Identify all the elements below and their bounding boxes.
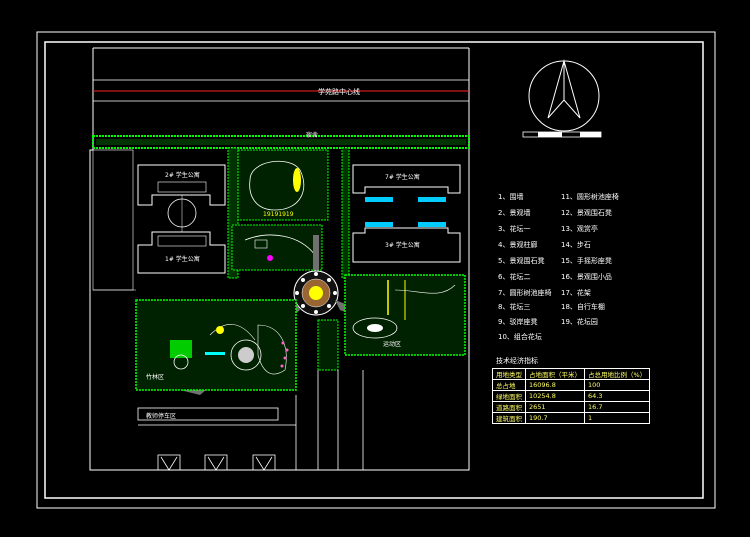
table-cell: 190.7 [525, 412, 585, 424]
round-garden-sw [230, 339, 262, 371]
table-cell: 总占地 [492, 379, 526, 391]
table-title: 技术经济指标 [496, 357, 538, 365]
legend-item: 11、圆形树池座椅 [561, 193, 619, 201]
gate-symbols [157, 454, 276, 471]
parking-strip [137, 407, 279, 421]
legend-item: 10、组合花坛 [498, 333, 542, 341]
legend-item: 15、手摇形座凳 [561, 257, 612, 265]
table-row: 道路面积 2651 16.7 [492, 401, 651, 413]
table-row: 建筑面积 190.7 1 [492, 412, 651, 424]
tech-econ-table: 用地类型 占地面积（平米） 占总用地比例（%） 总占地 16096.8 100 … [492, 368, 651, 424]
building-label-top-left: 2# 学生公寓 [165, 172, 200, 179]
parking-label: 教师停车区 [146, 413, 177, 420]
legend-item: 7、圆形树池座椅 [498, 289, 552, 297]
building-label-mid-right: 3# 学生公寓 [385, 242, 420, 249]
table-cell: 16096.8 [525, 379, 585, 391]
legend-item: 2、景观墙 [498, 209, 531, 217]
table-cell: 绿地面积 [492, 390, 526, 402]
bike-shed-4 [418, 222, 446, 227]
table-header: 占总用地比例（%） [583, 368, 651, 380]
legend-item: 1、围墙 [498, 193, 524, 201]
inner-frame [44, 41, 704, 499]
legend-item: 8、花坛三 [498, 303, 531, 311]
table-row: 总占地 16096.8 100 [492, 379, 651, 391]
legend-item: 13、观赏亭 [561, 225, 598, 233]
legend-item: 16、景观围小品 [561, 273, 612, 281]
pond-top [293, 168, 301, 192]
bike-shed-1 [365, 197, 393, 202]
garden-mid [231, 224, 323, 271]
table-row: 绿地面积 10254.8 64.3 [492, 390, 651, 402]
svg-text:19191919: 19191919 [263, 211, 294, 218]
table-cell: 16.7 [583, 401, 651, 413]
table-cell: 64.3 [583, 390, 651, 402]
outer-frame [36, 31, 716, 509]
building-top-left [137, 164, 226, 206]
legend-item: 14、步石 [561, 241, 591, 249]
table-header-row: 用地类型 占地面积（平米） 占总用地比例（%） [492, 368, 651, 380]
table-cell: 2651 [525, 401, 585, 413]
grove-label: 竹林区 [146, 374, 165, 381]
bike-shed-2 [418, 197, 446, 202]
legend-item: 5、景观围石凳 [498, 257, 545, 265]
building-top-right [352, 164, 461, 194]
legend-item: 9、驳岸座凳 [498, 318, 538, 326]
building-label-mid-left: 1# 学生公寓 [165, 256, 200, 263]
pond-right [352, 317, 398, 339]
entry-label: 宿舍 [306, 132, 319, 139]
east-area-label: 运动区 [383, 341, 402, 348]
bike-shed-3 [365, 222, 393, 227]
garden-left-lower [135, 299, 297, 391]
garden-path-loop [249, 161, 305, 211]
table-cell: 建筑面积 [492, 412, 526, 424]
legend-item: 6、花坛二 [498, 273, 531, 281]
table-cell: 1 [583, 412, 651, 424]
site-boundary [89, 48, 470, 471]
legend-item: 4、景观柱廊 [498, 241, 538, 249]
table-header: 用地类型 [492, 368, 526, 380]
legend-item: 19、花坛园 [561, 318, 598, 326]
lawn-block [170, 340, 192, 358]
table-cell: 道路面积 [492, 401, 526, 413]
building-label-top-right: 7# 学生公寓 [385, 174, 420, 181]
legend-item: 17、花架 [561, 289, 591, 297]
building-mid-right [352, 227, 461, 263]
table-cell: 100 [583, 379, 651, 391]
legend-item: 12、景观围石凳 [561, 209, 612, 217]
hedge-band [92, 135, 470, 149]
building-mid-left [137, 231, 226, 274]
legend-item: 18、自行车棚 [561, 303, 605, 311]
table-header: 占地面积（平米） [525, 368, 585, 380]
legend-item: 3、花坛一 [498, 225, 531, 233]
table-cell: 10254.8 [525, 390, 585, 402]
road-label: 学苑路中心线 [318, 88, 360, 96]
